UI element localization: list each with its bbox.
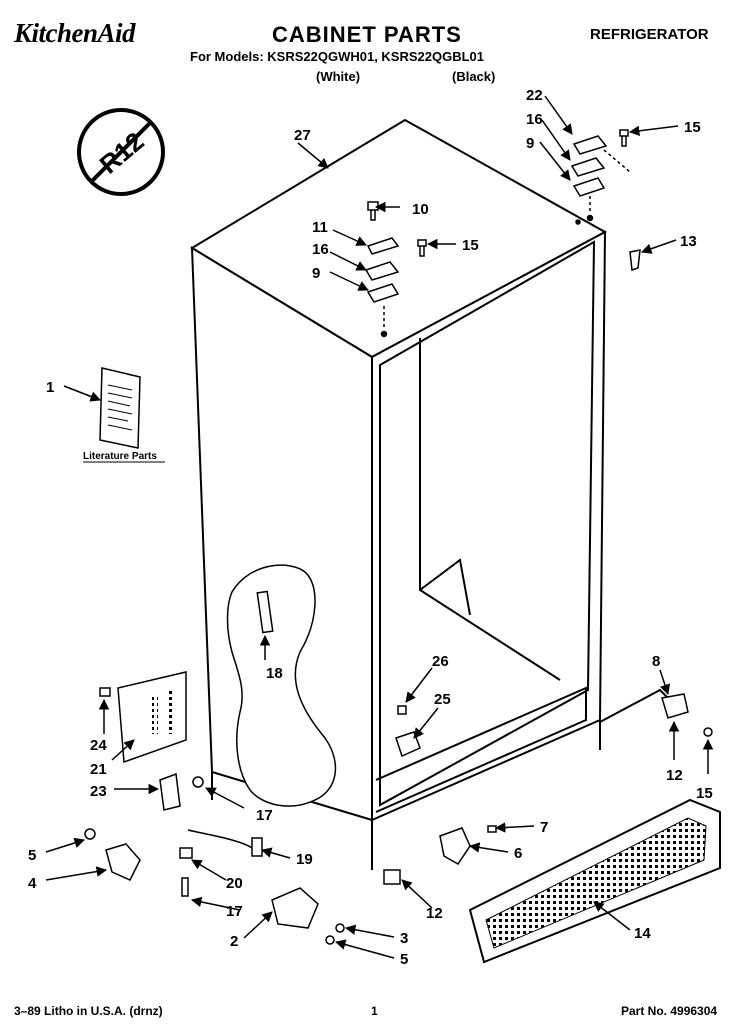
print-info: 3–89 Litho in U.S.A. (drnz) — [14, 1004, 163, 1018]
page-number: 1 — [371, 1004, 378, 1018]
callout-labels: 27 10 11 16 9 15 22 16 9 15 13 1 18 26 2… — [28, 87, 713, 968]
callout-9a: 9 — [312, 265, 320, 282]
page-title: CABINET PARTS — [272, 22, 462, 47]
callout-25: 25 — [434, 691, 451, 708]
callout-16a: 16 — [312, 241, 329, 258]
callout-6: 6 — [514, 845, 522, 862]
callout-3: 3 — [400, 930, 408, 947]
callout-8: 8 — [652, 653, 660, 670]
r12-badge: R12 — [77, 108, 165, 196]
callout-15b: 15 — [684, 119, 701, 136]
callout-10: 10 — [412, 201, 429, 218]
leader-lines — [45, 95, 714, 959]
callout-9b: 9 — [526, 135, 534, 152]
variant-black: (Black) — [452, 69, 496, 84]
callout-13: 13 — [680, 233, 697, 250]
literature-parts-label: Literature Parts — [83, 451, 157, 462]
callout-27: 27 — [294, 127, 311, 144]
callout-12a: 12 — [426, 905, 443, 922]
rear-parts — [84, 671, 713, 945]
brand-logo: KitchenAid — [14, 18, 136, 48]
callout-12b: 12 — [666, 767, 683, 784]
callout-15a: 15 — [462, 237, 479, 254]
top-hinge-center — [364, 201, 427, 338]
callout-19: 19 — [296, 851, 313, 868]
callout-15c: 15 — [696, 785, 713, 802]
callout-24: 24 — [90, 737, 107, 754]
callout-26: 26 — [432, 653, 449, 670]
appliance-category: REFRIGERATOR — [590, 26, 709, 43]
cabinet-shell — [190, 118, 671, 870]
top-hinge-right — [570, 129, 641, 272]
callout-5b: 5 — [400, 951, 408, 968]
callout-22: 22 — [526, 87, 543, 104]
callout-21: 21 — [90, 761, 107, 778]
cabinet-cutaway — [226, 564, 337, 807]
callout-11: 11 — [312, 219, 328, 236]
callout-5a: 5 — [28, 847, 36, 864]
callout-14: 14 — [634, 925, 651, 942]
front-grille — [468, 798, 721, 964]
callout-16b: 16 — [526, 111, 543, 128]
callout-1: 1 — [46, 379, 54, 396]
callout-23: 23 — [90, 783, 107, 800]
variant-white: (White) — [316, 69, 361, 84]
callout-17b: 17 — [226, 903, 243, 920]
callout-18: 18 — [266, 665, 283, 682]
model-numbers: For Models: KSRS22QGWH01, KSRS22QGBL01 — [190, 49, 485, 64]
part-18-icon — [256, 590, 274, 634]
callout-20: 20 — [226, 875, 243, 892]
part-number: Part No. 4996304 — [621, 1004, 718, 1018]
callout-7: 7 — [540, 819, 548, 836]
callout-17a: 17 — [256, 807, 273, 824]
callout-2: 2 — [230, 933, 238, 950]
callout-4: 4 — [28, 875, 37, 892]
literature-card — [99, 367, 141, 449]
